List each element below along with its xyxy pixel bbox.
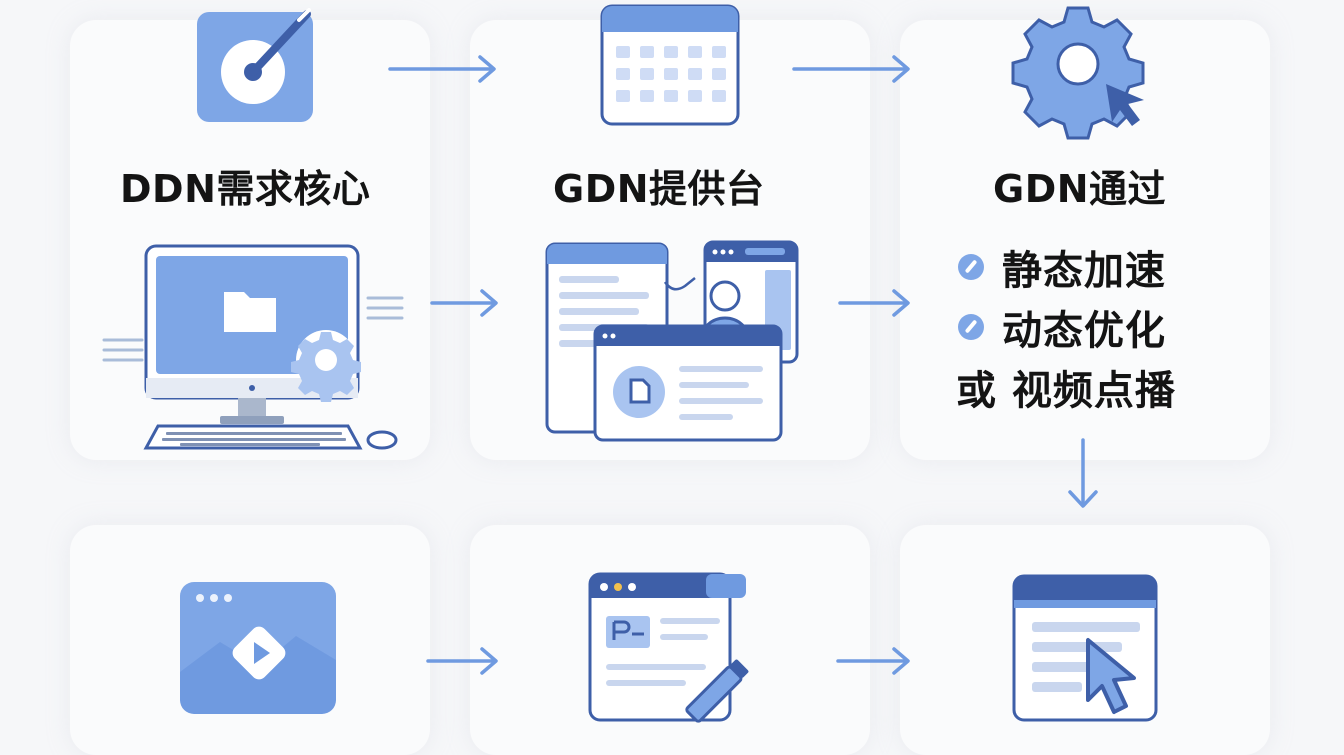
bullet-text: 动态优化	[1002, 308, 1166, 354]
calendar-icon	[600, 4, 740, 126]
bullet-text: 静态加速	[1002, 248, 1166, 294]
arrow-right-icon	[388, 55, 496, 83]
bullet-extra: 或 视频点播	[956, 358, 1176, 416]
step1-title: DDN需求核心	[120, 167, 371, 211]
browser-windows-person-icon	[545, 240, 799, 442]
arrow-down-icon	[1068, 438, 1098, 508]
pencil-bullet-icon	[958, 314, 984, 340]
target-pen-icon	[197, 8, 313, 122]
step3-title: GDN通过	[993, 167, 1167, 211]
bullet-extra-text: 或 视频点播	[956, 368, 1176, 414]
gear-cursor-icon	[1011, 6, 1145, 140]
arrow-right-icon	[792, 55, 910, 83]
arrow-right-icon	[426, 647, 498, 675]
video-player-icon	[180, 582, 336, 714]
bullet-item: 动态优化	[958, 298, 1166, 356]
pencil-bullet-icon	[958, 254, 984, 280]
document-edit-icon	[588, 572, 749, 723]
desktop-computer-icon	[102, 244, 404, 450]
arrow-right-icon	[836, 647, 910, 675]
browser-cursor-icon	[1012, 574, 1158, 722]
bullet-item: 静态加速	[958, 238, 1166, 296]
arrow-right-icon	[838, 289, 910, 317]
step2-title: GDN提供台	[553, 167, 765, 211]
arrow-right-icon	[430, 289, 498, 317]
